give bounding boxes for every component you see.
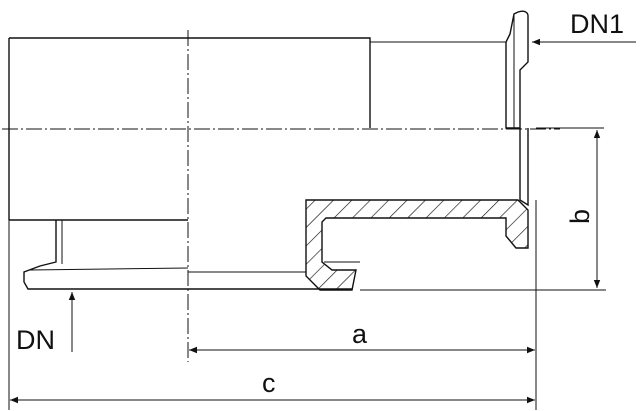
dn-label: DN bbox=[16, 325, 55, 355]
branch-section bbox=[305, 199, 529, 291]
dn1-label: DN1 bbox=[570, 9, 624, 39]
dn-flange bbox=[23, 220, 352, 290]
dn1-flange bbox=[505, 10, 529, 207]
extension-lines bbox=[8, 127, 606, 410]
main-body-outline bbox=[8, 37, 506, 221]
dimension-c-label: c bbox=[262, 368, 276, 398]
dimension-a-label: a bbox=[352, 319, 368, 349]
dimension-b-label: b bbox=[565, 209, 595, 224]
